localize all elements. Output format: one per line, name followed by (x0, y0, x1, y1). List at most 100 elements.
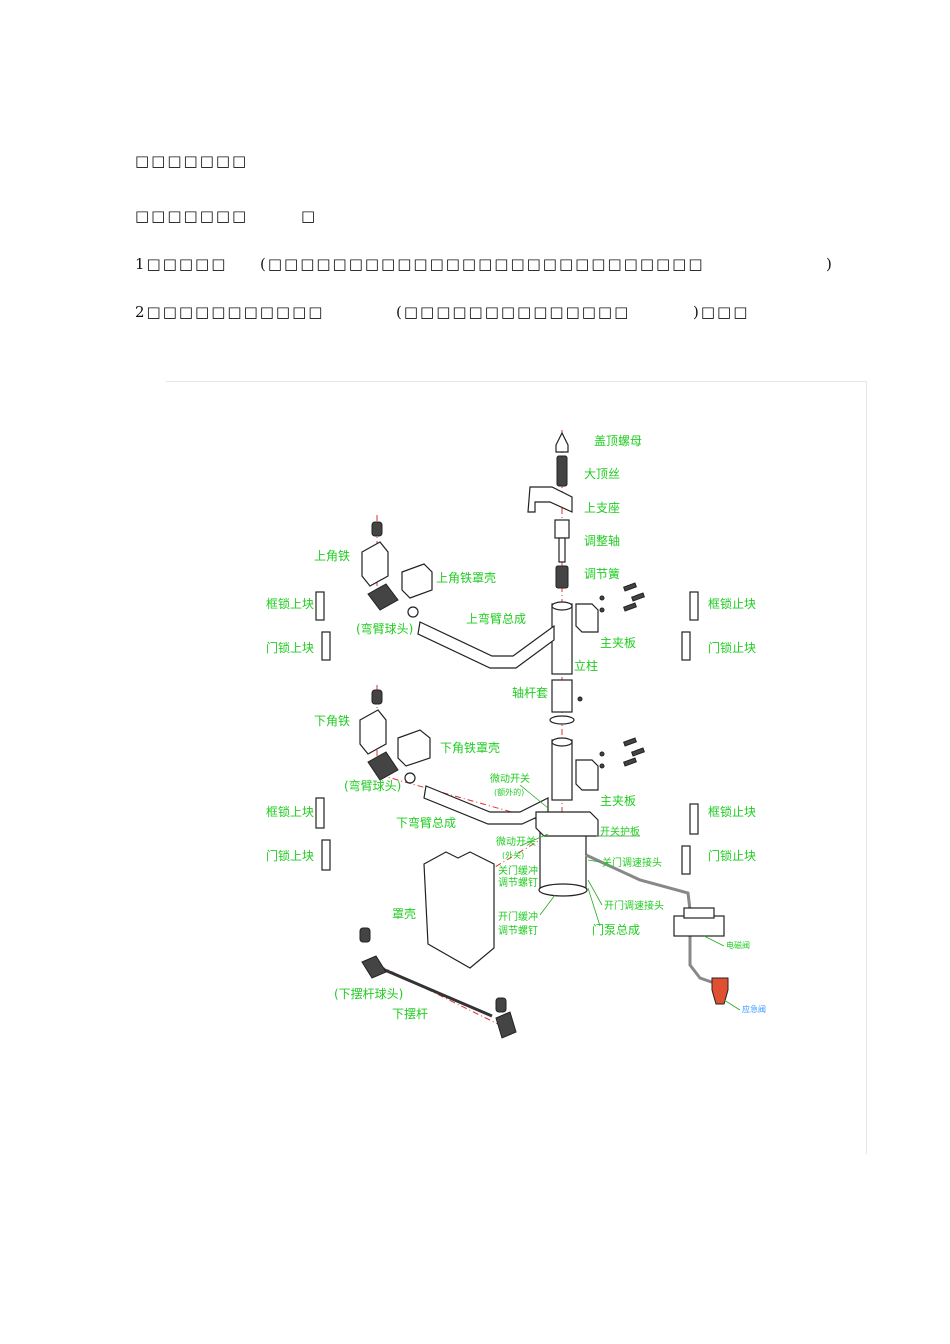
label-frame-stop-upper-right: 框锁止块 (708, 596, 756, 611)
label-frame-lock-lower-left: 框锁上块 (266, 804, 314, 819)
door-stop-upper-right-shape (681, 631, 691, 661)
rod-ball-right (495, 1011, 517, 1039)
label-cover: 罩壳 (392, 907, 416, 921)
upper-washer (407, 606, 419, 618)
label-micro-switch-2-note: (外关) (502, 850, 524, 860)
text-line-4b: (□□□□□□□□□□□□□□ (396, 303, 631, 321)
label-close-speed-joint: 关门调速接头 (602, 856, 662, 869)
lower-arm-axis (379, 774, 541, 821)
column-upper-cap (551, 601, 573, 611)
label-door-lock-lower-left: 门锁上块 (266, 848, 314, 863)
upper-stack (371, 521, 383, 537)
label-open-speed-joint: 开门调速接头 (604, 899, 664, 912)
label-solenoid-valve: 电磁阀 (726, 940, 750, 950)
label-big-screw: 大顶丝 (584, 467, 620, 481)
label-door-stop-lower-right: 门锁止块 (708, 848, 756, 863)
text-line-3b: (□□□□□□□□□□□□□□□□□□□□□□□□□□□ (260, 255, 705, 273)
lower-angle-iron-shape (359, 709, 387, 755)
bolt-group-lower (599, 737, 645, 769)
cover-shape (423, 851, 495, 969)
label-adjust-shaft: 调整轴 (584, 533, 620, 548)
label-switch-bracket: 开关护板 (600, 825, 640, 838)
adjust-shaft-rod (558, 537, 566, 563)
rod-stack-left (359, 927, 371, 943)
door-stop-lower-right-shape (681, 845, 691, 875)
label-shaft-sleeve: 轴杆套 (512, 685, 548, 700)
upper-bracket-shape (527, 486, 573, 513)
label-adjust-spring: 调节簧 (584, 566, 620, 581)
label-lower-swing-rod: 下摆杆 (392, 1007, 428, 1021)
heading-line: □□□□□□□ (135, 152, 249, 170)
label-door-lock-upper-left: 门锁上块 (266, 640, 314, 655)
label-upper-arm-assembly: 上弯臂总成 (466, 611, 526, 626)
label-frame-stop-lower-right: 框锁止块 (708, 804, 756, 819)
text-line-3c: ) (826, 255, 834, 273)
frame-lock-lower-left-shape (315, 797, 325, 829)
label-close-buffer: 关门缓冲 (498, 864, 538, 877)
label-lower-angle-cover: 下角铁罩壳 (440, 741, 500, 755)
rod-stack-right (495, 997, 507, 1013)
lower-ball-joint (367, 751, 399, 781)
adjust-spring-shape (555, 565, 569, 589)
text-line-2a: □□□□□□□ (135, 207, 249, 225)
label-column: 立柱 (574, 658, 598, 673)
label-main-clamp-upper: 主夹板 (600, 636, 636, 650)
label-door-pump-assembly: 门泵总成 (592, 922, 640, 937)
upper-ball-joint (367, 583, 399, 611)
bolt-group-upper (599, 582, 645, 613)
label-upper-bracket: 上支座 (584, 500, 620, 515)
label-upper-angle-cover: 上角铁罩壳 (436, 571, 496, 585)
label-open-buffer: 开门缓冲 (498, 910, 538, 923)
label-close-buffer-screw: 调节螺钉 (498, 877, 538, 889)
label-top-nut: 盖顶螺母 (594, 434, 642, 448)
door-pump-body (539, 829, 587, 891)
main-clamp-upper-shape (575, 603, 599, 633)
solenoid-valve-shape (673, 915, 725, 937)
label-emergency-valve: 应急阀 (742, 1004, 766, 1014)
lower-angle-cover-shape (397, 729, 431, 767)
text-line-4c: )□□□ (693, 303, 750, 321)
text-line-4a: 2□□□□□□□□□□□ (135, 303, 325, 321)
big-screw-shape (556, 455, 568, 487)
solenoid-valve-top (683, 907, 715, 919)
column-lower-shape (551, 739, 573, 801)
leader-lines (519, 784, 741, 1011)
shaft-sleeve-shape (551, 679, 573, 713)
door-lock-lower-left-shape (321, 839, 331, 871)
label-lower-arm-assembly: 下弯臂总成 (396, 815, 456, 830)
sleeve-bolt (577, 696, 583, 702)
emergency-valve-shape (711, 977, 729, 1005)
column-lower-cap (551, 737, 573, 747)
label-door-stop-upper-right: 门锁止块 (708, 640, 756, 655)
lower-stack (371, 689, 383, 705)
rod-ball-left (361, 955, 387, 979)
frame-lock-upper-left-shape (315, 591, 325, 621)
frame-stop-lower-right-shape (689, 803, 699, 835)
main-clamp-lower-shape (575, 759, 599, 791)
drawing-frame (166, 381, 867, 1154)
label-bend-ball-lower: (弯臂球头) (344, 778, 401, 793)
lower-washer (404, 772, 416, 784)
text-line-2b: □ (301, 207, 318, 225)
label-lower-angle-iron: 下角铁 (314, 714, 350, 728)
label-micro-switch-1-note: (额外的) (494, 787, 524, 797)
label-micro-switch-2: 微动开关 (496, 835, 536, 848)
upper-angle-cover-shape (401, 563, 433, 599)
label-main-clamp-lower: 主夹板 (600, 794, 636, 808)
label-micro-switch-1: 微动开关 (490, 772, 530, 785)
column-upper-shape (551, 603, 573, 675)
door-lock-upper-left-shape (321, 631, 331, 661)
top-nut-shape (555, 431, 569, 453)
label-frame-lock-upper-left: 框锁上块 (266, 596, 314, 611)
upper-angle-iron-shape (361, 541, 389, 587)
upper-arm-shape (417, 621, 555, 669)
label-open-buffer-screw: 调节螺钉 (498, 925, 538, 937)
label-upper-angle-iron: 上角铁 (314, 549, 350, 563)
label-lower-swing-ball: (下摆杆球头) (334, 987, 403, 1001)
text-line-3a: 1□□□□□ (135, 255, 228, 273)
pump-top-plate (535, 811, 599, 837)
shaft-sleeve-ring (549, 715, 575, 725)
pump-bottom (538, 883, 588, 897)
label-bend-ball-upper: (弯臂球头) (356, 621, 413, 636)
